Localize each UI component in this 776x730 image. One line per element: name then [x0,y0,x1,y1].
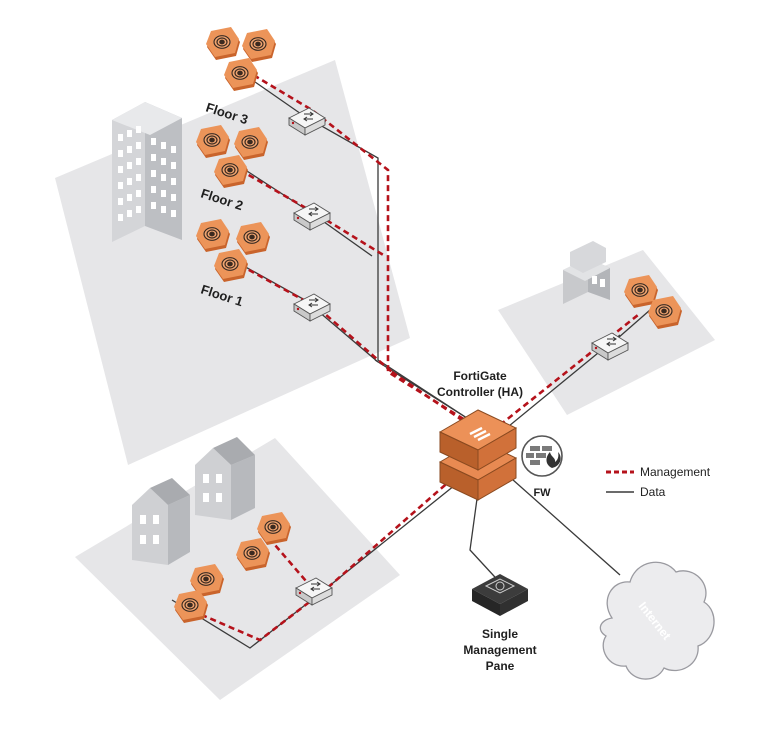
management-pane-icon [472,574,528,616]
pane-label-line1: Single [482,627,518,641]
legend-data-label: Data [640,485,666,499]
pane-label-line3: Pane [486,659,515,673]
platform-residential [75,438,400,700]
access-point-icon [205,26,241,61]
fw-label: FW [533,487,551,499]
cloud-icon [599,561,715,680]
house-icon [195,437,255,520]
controller-label-line2: Controller (HA) [437,385,523,399]
fortigate-controller-icon [438,409,518,501]
access-point-icon [223,57,259,92]
house-icon [132,478,190,565]
legend-management-label: Management [640,465,711,479]
legend: Management Data [606,465,711,499]
pane-label-line2: Management [463,643,536,657]
building-icon [112,102,182,242]
house-icon [563,241,610,304]
platform-branch [498,250,715,415]
access-point-icon [241,28,277,63]
controller-label-line1: FortiGate [453,369,507,383]
firewall-icon [521,435,563,477]
